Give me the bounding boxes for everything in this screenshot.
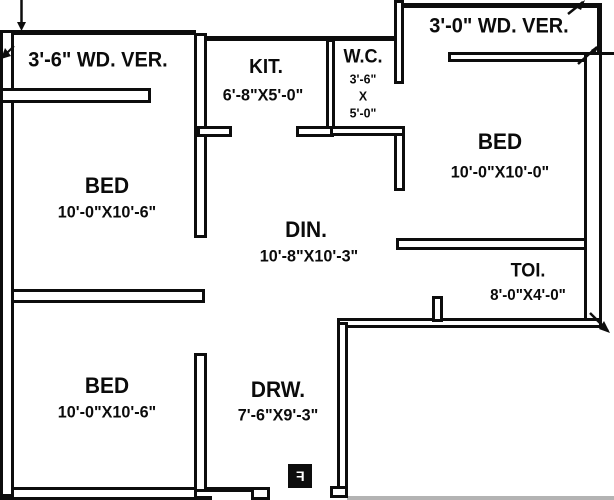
room-drawing-dims: 7'-6"X9'-3" <box>237 405 319 425</box>
room-bed-bottom-left-dims: 10'-0"X10'-6" <box>57 402 157 422</box>
wall-entrance-jamb-left <box>251 487 270 500</box>
image-bottom-edge <box>347 496 614 500</box>
wall-top-veranda-right-outer <box>403 3 602 8</box>
veranda-right-label: 3'-0" WD. VER. <box>429 14 569 38</box>
wall-toilet-door-jamb <box>432 296 443 322</box>
room-dining-name: DIN. <box>285 217 327 242</box>
room-kitchen-dims: 6'-8"X5'-0" <box>222 85 304 105</box>
room-kitchen-name: KIT. <box>249 56 283 78</box>
wall-bed-tr-left <box>394 133 405 191</box>
room-bed-top-left-name: BED <box>84 173 130 198</box>
room-bed-top-left-dims: 10'-0"X10'-6" <box>57 202 157 222</box>
room-wc-dim-sep: X <box>358 88 368 104</box>
room-toilet-name: TOI. <box>510 260 546 282</box>
wall-wc-bottom <box>330 126 405 136</box>
room-wc-dim-width: 3'-6" <box>349 71 377 87</box>
wall-veranda-left-bottom <box>0 88 151 103</box>
wall-kitchen-wc-divider <box>326 39 335 129</box>
room-bed-top-right-dims: 10'-0"X10'-0" <box>450 162 550 182</box>
wall-bed-bl-right <box>194 353 207 492</box>
wall-wc-right-upper <box>394 0 404 84</box>
room-bed-top-right-name: BED <box>477 129 523 154</box>
veranda-left-label: 3'-6" WD. VER. <box>28 48 168 72</box>
wall-kitchen-bottom-left-stub <box>197 126 232 137</box>
wall-drw-right-foot <box>330 486 348 498</box>
wall-drw-bottom-left-segment <box>204 487 252 492</box>
room-drawing-name: DRW. <box>250 377 306 402</box>
wall-top-kitchen-outer <box>196 36 395 41</box>
room-toilet-dims: 8'-0"X4'-0" <box>490 287 566 304</box>
wall-top-left-outer <box>0 30 196 35</box>
room-wc-dim-depth: 5'-0" <box>349 105 377 121</box>
room-bed-bottom-left-name: BED <box>84 373 130 398</box>
wall-veranda-right-closure <box>597 3 602 55</box>
wall-drw-right <box>337 322 348 490</box>
room-wc-name: W.C. <box>343 46 383 68</box>
entrance-door-icon: F <box>288 464 312 488</box>
wall-right-outer <box>584 52 602 328</box>
wall-toilet-bottom <box>337 318 602 328</box>
room-dining-dims: 10'-8"X10'-3" <box>259 246 359 266</box>
wall-veranda-right-bottom <box>448 52 589 62</box>
wall-bed-bl-bottom <box>11 487 197 500</box>
wall-left-outer <box>0 30 14 497</box>
wall-between-left-beds <box>11 289 205 303</box>
wall-bed-tr-bottom <box>396 238 601 250</box>
